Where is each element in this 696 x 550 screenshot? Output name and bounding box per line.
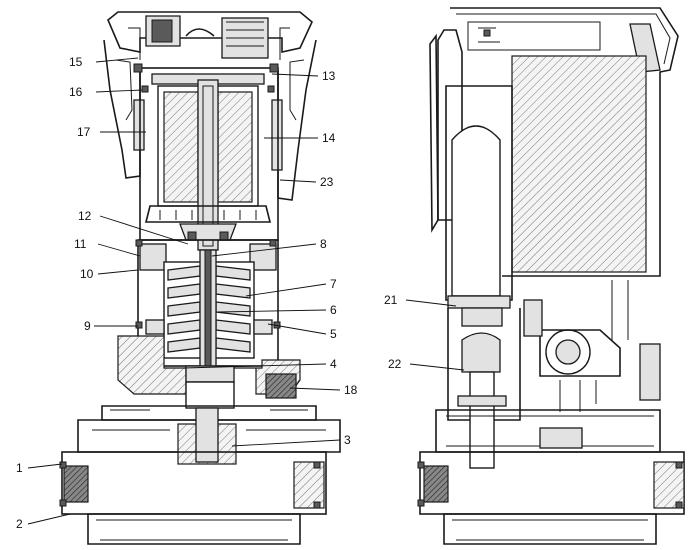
callout-1: 1 (16, 461, 23, 475)
callout-16: 16 (69, 85, 83, 99)
right-handle (445, 85, 513, 309)
callout-13: 13 (322, 69, 336, 83)
callout-8: 8 (320, 237, 327, 251)
right-cross-section (417, 7, 685, 545)
callout-14: 14 (322, 131, 336, 145)
left-lid (107, 11, 313, 60)
callout-23: 23 (320, 175, 334, 189)
callout-15: 15 (69, 55, 83, 69)
callout-21: 21 (384, 293, 398, 307)
left-pump-chamber (135, 239, 281, 367)
callout-9: 9 (84, 319, 91, 333)
callout-11: 11 (74, 237, 87, 251)
left-base (59, 335, 341, 545)
callout-2: 2 (16, 517, 23, 531)
callout-5: 5 (330, 327, 337, 341)
callout-10: 10 (80, 267, 94, 281)
left-cross-section (59, 11, 341, 545)
callout-6: 6 (330, 303, 337, 317)
leader-lines (27, 57, 465, 525)
right-base (417, 409, 685, 545)
callout-22: 22 (388, 357, 402, 371)
callout-7: 7 (330, 277, 337, 291)
callout-12: 12 (78, 209, 92, 223)
callout-3: 3 (344, 433, 351, 447)
callout-18: 18 (344, 383, 358, 397)
right-lid-and-housing (429, 7, 679, 277)
callout-17: 17 (77, 125, 91, 139)
left-motor-housing (133, 63, 279, 251)
callout-labels: 15 16 17 12 11 10 9 1 2 13 14 23 8 7 6 5… (16, 55, 402, 531)
callout-4: 4 (330, 357, 337, 371)
